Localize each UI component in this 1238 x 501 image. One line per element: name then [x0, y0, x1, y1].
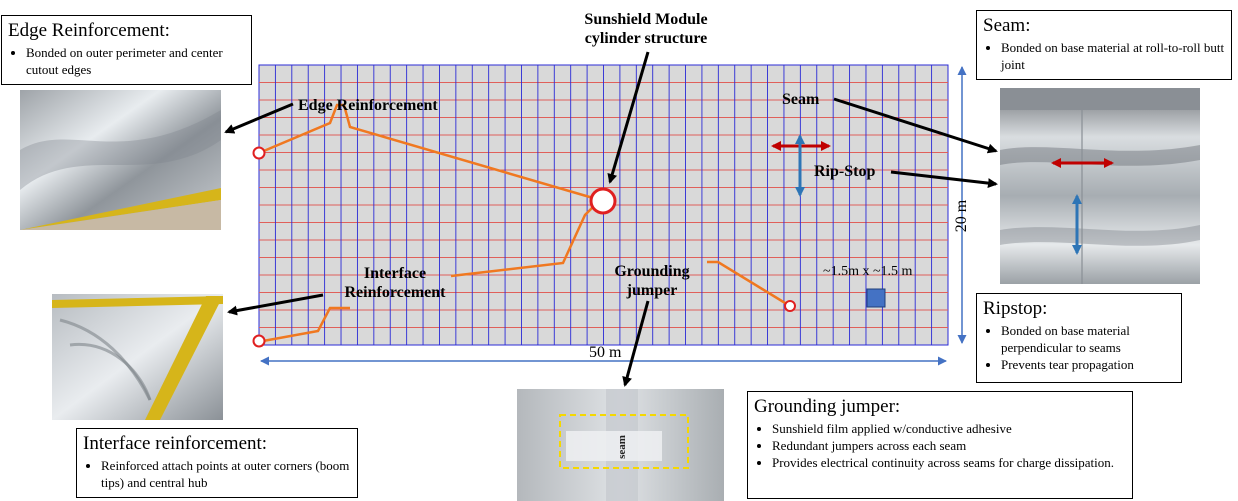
- callout-arrows: [224, 51, 998, 387]
- seam-photo-label: seam: [615, 435, 628, 459]
- ripstop-label: Rip-Stop: [814, 163, 876, 180]
- corner-marker-top-left: [252, 146, 266, 160]
- interface-reinforcement-photo: [52, 294, 223, 420]
- seam-bullet: Bonded on base material at roll-to-roll …: [1001, 39, 1225, 73]
- edge-reinforcement-line: [258, 103, 601, 202]
- seam-label: Seam: [782, 91, 820, 108]
- grounding-jumper-bullet-2: Redundant jumpers across each seam: [772, 437, 1126, 454]
- edge-reinforcement-bullet: Bonded on outer perimeter and center cut…: [26, 44, 245, 78]
- grounding-jumper-box-title: Grounding jumper:: [754, 396, 901, 417]
- edge-reinforcement-box-title: Edge Reinforcement:: [8, 20, 170, 41]
- central-hub-marker: [589, 187, 617, 215]
- height-dimension-label: 20 m: [953, 199, 971, 233]
- cell-size-label: ~1.5m x ~1.5 m: [823, 264, 913, 279]
- ripstop-box-title: Ripstop:: [983, 298, 1048, 319]
- grounding-jumper-bullet-1: Sunshield film applied w/conductive adhe…: [772, 420, 1126, 437]
- seam-box: Seam: Bonded on base material at roll-to…: [976, 10, 1232, 80]
- grounding-jumper-box: Grounding jumper: Sunshield film applied…: [747, 391, 1133, 499]
- edge-reinforcement-label: Edge Reinforcement: [298, 97, 438, 114]
- interface-reinforcement-line: [262, 306, 350, 343]
- ripstop-bullet-2: Prevents tear propagation: [1001, 356, 1175, 373]
- grounding-jumper-line: [707, 260, 791, 308]
- interface-reinforcement-label: Interface Reinforcement: [344, 265, 446, 301]
- ripstop-box: Ripstop: Bonded on base material perpend…: [976, 293, 1182, 383]
- corner-marker-bottom-left: [252, 334, 266, 348]
- edge-reinforcement-photo: [20, 90, 221, 230]
- sunshield-module-label: Sunshield Module cylinder structure: [584, 11, 708, 47]
- ripstop-bullet-1: Bonded on base material perpendicular to…: [1001, 322, 1175, 356]
- seam-box-title: Seam:: [983, 15, 1031, 36]
- grounding-jumper-bullet-3: Provides electrical continuity across se…: [772, 454, 1126, 471]
- seam-photo: [1000, 88, 1200, 284]
- interface-reinforcement-box-title: Interface reinforcement:: [83, 433, 268, 454]
- grounding-jumper-photo: [517, 389, 724, 501]
- jumper-marker: [784, 300, 796, 312]
- grounding-jumper-label: Grounding jumper: [614, 263, 690, 299]
- panel-grid: [259, 65, 948, 345]
- interface-reinforcement-box: Interface reinforcement: Reinforced atta…: [76, 428, 358, 498]
- jumper-highlight-box: [559, 414, 689, 469]
- cell-size-square: [866, 288, 886, 308]
- width-dimension-label: 50 m: [589, 344, 622, 361]
- interface-reinforcement-bullet: Reinforced attach points at outer corner…: [101, 457, 351, 491]
- edge-reinforcement-box: Edge Reinforcement: Bonded on outer peri…: [1, 15, 252, 85]
